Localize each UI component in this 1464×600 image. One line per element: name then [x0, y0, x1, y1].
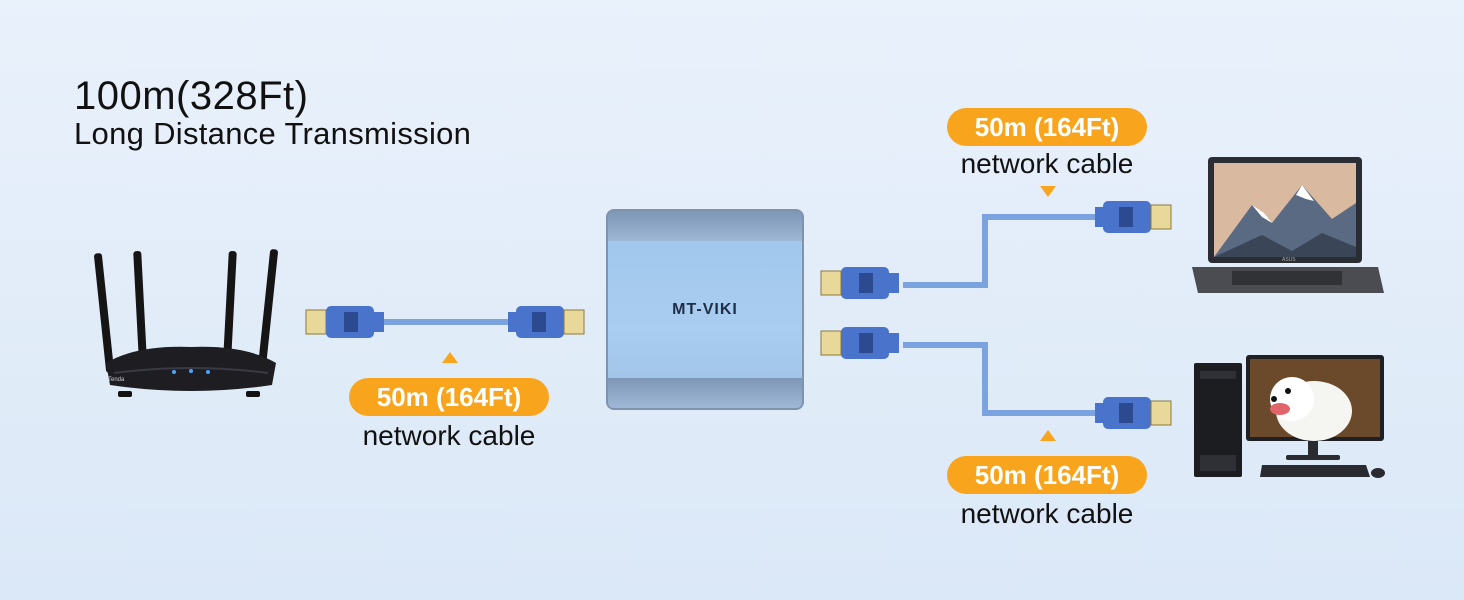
extender-brand: MT-VIKI [672, 301, 738, 318]
rj45-connector-icon [820, 267, 899, 299]
router-brand: Tenda [108, 377, 125, 383]
laptop-brand: ASUS [1282, 257, 1296, 263]
cable-length-badge: 50m (164Ft) [947, 456, 1147, 494]
cable-caption: network cable [960, 498, 1134, 529]
cable-router-to-extender [305, 306, 585, 338]
rj45-connector-icon [1095, 397, 1172, 429]
pointer-up-arrow [442, 352, 458, 363]
rj45-connector-icon [508, 306, 585, 338]
cable-length-badge: 50m (164Ft) [947, 108, 1147, 146]
cable-length-badge: 50m (164Ft) [349, 378, 549, 416]
cable-caption: network cable [960, 148, 1134, 179]
pointer-down-arrow [1040, 186, 1056, 197]
rj45-connector-icon [820, 327, 899, 359]
extender-device: MT-VIKI [606, 209, 804, 410]
cable-extender-to-laptop [820, 201, 1172, 299]
rj45-connector-icon [305, 306, 384, 338]
headline-subtitle: Long Distance Transmission [74, 116, 472, 151]
headline-distance: 100m(328Ft) [74, 74, 309, 118]
cable-extender-to-desktop [820, 327, 1172, 429]
desktop-pc-icon [1194, 355, 1385, 478]
rj45-connector-icon [1095, 201, 1172, 233]
router-icon: Tenda [94, 249, 278, 397]
cable-caption: network cable [362, 420, 536, 451]
laptop-icon: ASUS [1192, 157, 1384, 293]
pointer-up-arrow [1040, 430, 1056, 441]
